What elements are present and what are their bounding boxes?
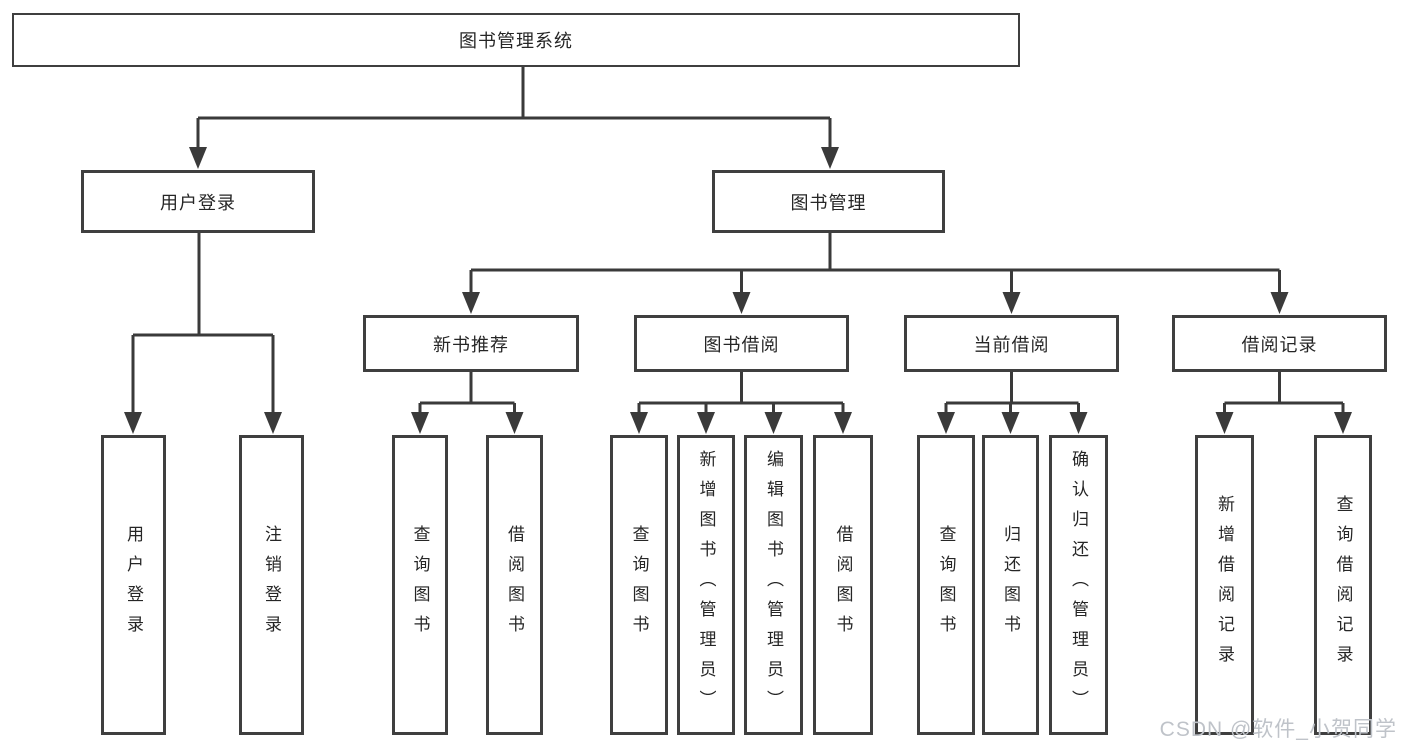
arrowhead-book-borrow xyxy=(732,292,751,314)
node-leaf-user-login: 用户登录 xyxy=(101,435,166,735)
node-bb-borrow-book: 借阅图书 xyxy=(813,435,873,735)
node-bb-add-book-label: 新增图书（管理员） xyxy=(696,450,716,720)
node-br-add-record: 新增借阅记录 xyxy=(1195,435,1254,735)
arrowhead-leaf-user-login xyxy=(124,412,142,434)
node-borrow-record-label: 借阅记录 xyxy=(1241,334,1318,355)
arrowhead-book-management xyxy=(821,147,839,169)
connector-user-login-children xyxy=(131,233,275,414)
connector-book-borrow-children xyxy=(637,372,845,414)
arrowhead-nb-borrow-book xyxy=(505,412,524,434)
connector-new-book-recommend-children xyxy=(418,372,516,414)
node-bb-borrow-book-label: 借阅图书 xyxy=(833,525,853,645)
arrowhead-cb-query-book xyxy=(937,412,955,434)
arrowhead-current-borrow xyxy=(1002,292,1021,314)
node-leaf-user-login-label: 用户登录 xyxy=(124,525,143,645)
node-cb-query-book-label: 查询图书 xyxy=(936,525,956,645)
node-current-borrow-label: 当前借阅 xyxy=(973,334,1050,355)
node-new-book-recommend-label: 新书推荐 xyxy=(433,334,509,355)
node-bb-query-book-label: 查询图书 xyxy=(629,525,649,645)
node-borrow-record: 借阅记录 xyxy=(1172,315,1387,372)
node-cb-return-book: 归还图书 xyxy=(982,435,1039,735)
node-leaf-logout-label: 注销登录 xyxy=(262,525,281,645)
node-book-management-label: 图书管理 xyxy=(790,192,867,213)
node-user-login-label: 用户登录 xyxy=(160,192,236,213)
connector-borrow-record-children xyxy=(1223,372,1345,414)
node-cb-confirm-return: 确认归还（管理员） xyxy=(1049,435,1108,735)
arrowhead-bb-query-book xyxy=(630,412,648,434)
connector-root-to-level2 xyxy=(196,67,832,150)
node-cb-query-book: 查询图书 xyxy=(917,435,975,735)
node-nb-query-book-label: 查询图书 xyxy=(410,525,430,645)
arrowhead-bb-borrow-book xyxy=(834,412,852,434)
arrowhead-nb-query-book xyxy=(411,412,429,434)
node-book-borrow: 图书借阅 xyxy=(634,315,849,372)
node-bb-query-book: 查询图书 xyxy=(610,435,668,735)
node-cb-return-book-label: 归还图书 xyxy=(1001,525,1020,645)
node-nb-borrow-book: 借阅图书 xyxy=(486,435,543,735)
arrowhead-cb-confirm-return xyxy=(1069,412,1088,434)
node-br-query-record-label: 查询借阅记录 xyxy=(1333,495,1353,675)
node-br-add-record-label: 新增借阅记录 xyxy=(1215,495,1234,675)
arrowhead-bb-add-book xyxy=(697,412,715,434)
node-book-management: 图书管理 xyxy=(712,170,945,233)
csdn-watermark: CSDN @软件_小贺同学 xyxy=(1159,718,1397,741)
node-book-borrow-label: 图书借阅 xyxy=(703,334,780,355)
node-bb-add-book: 新增图书（管理员） xyxy=(677,435,735,735)
arrowhead-user-login xyxy=(189,147,207,169)
arrowhead-new-book-recommend xyxy=(462,292,480,314)
node-current-borrow: 当前借阅 xyxy=(904,315,1119,372)
arrowhead-cb-return-book xyxy=(1001,412,1020,434)
arrowhead-leaf-logout xyxy=(264,412,282,434)
node-bb-edit-book: 编辑图书（管理员） xyxy=(744,435,803,735)
node-br-query-record: 查询借阅记录 xyxy=(1314,435,1372,735)
node-root-label: 图书管理系统 xyxy=(459,31,573,51)
arrowhead-br-add-record xyxy=(1215,412,1234,434)
node-bb-edit-book-label: 编辑图书（管理员） xyxy=(764,450,783,720)
node-user-login: 用户登录 xyxy=(81,170,315,233)
arrowhead-borrow-record xyxy=(1270,292,1289,314)
node-root: 图书管理系统 xyxy=(12,13,1020,67)
node-nb-borrow-book-label: 借阅图书 xyxy=(505,525,524,645)
connector-current-borrow-children xyxy=(944,372,1080,414)
arrowhead-bb-edit-book xyxy=(764,412,783,434)
arrowhead-br-query-record xyxy=(1334,412,1352,434)
node-nb-query-book: 查询图书 xyxy=(392,435,448,735)
node-cb-confirm-return-label: 确认归还（管理员） xyxy=(1069,450,1088,720)
node-leaf-logout: 注销登录 xyxy=(239,435,304,735)
connector-book-management-children xyxy=(469,233,1281,295)
node-new-book-recommend: 新书推荐 xyxy=(363,315,579,372)
